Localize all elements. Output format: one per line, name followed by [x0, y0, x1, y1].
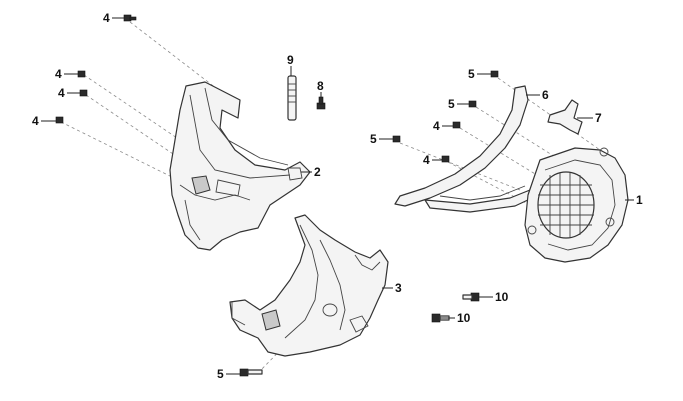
callout-4: 4 [103, 11, 110, 25]
part-9-stud [287, 75, 297, 121]
callout-5: 5 [217, 367, 224, 381]
callout-5: 5 [370, 132, 377, 146]
part-3-lower-bracket [229, 214, 389, 357]
callout-4: 4 [55, 67, 62, 81]
callout-5: 5 [468, 67, 475, 81]
part-2-upper-cover [169, 81, 311, 251]
callout-8: 8 [317, 79, 324, 93]
callout-4: 4 [433, 119, 440, 133]
callout-1: 1 [636, 193, 643, 207]
callout-4: 4 [32, 114, 39, 128]
callout-10: 10 [495, 290, 509, 304]
callout-4: 4 [423, 153, 430, 167]
callout-9: 9 [287, 53, 294, 67]
leader-lines [41, 17, 634, 375]
callout-6: 6 [542, 88, 549, 102]
part-6-bracket-arm [394, 85, 546, 213]
part-1-fan-cover [524, 147, 629, 263]
callout-2: 2 [314, 165, 321, 179]
callout-10: 10 [457, 311, 471, 325]
callout-3: 3 [395, 281, 402, 295]
fan-grille [538, 173, 594, 237]
callout-5: 5 [448, 97, 455, 111]
part-8-screw [316, 96, 326, 110]
callout-labels: 4 4 4 4 2 9 8 5 5 4 4 5 5 6 7 1 3 10 10 [32, 11, 643, 381]
callout-7: 7 [595, 111, 602, 125]
callout-4: 4 [58, 86, 65, 100]
part-7-clip [547, 99, 583, 135]
